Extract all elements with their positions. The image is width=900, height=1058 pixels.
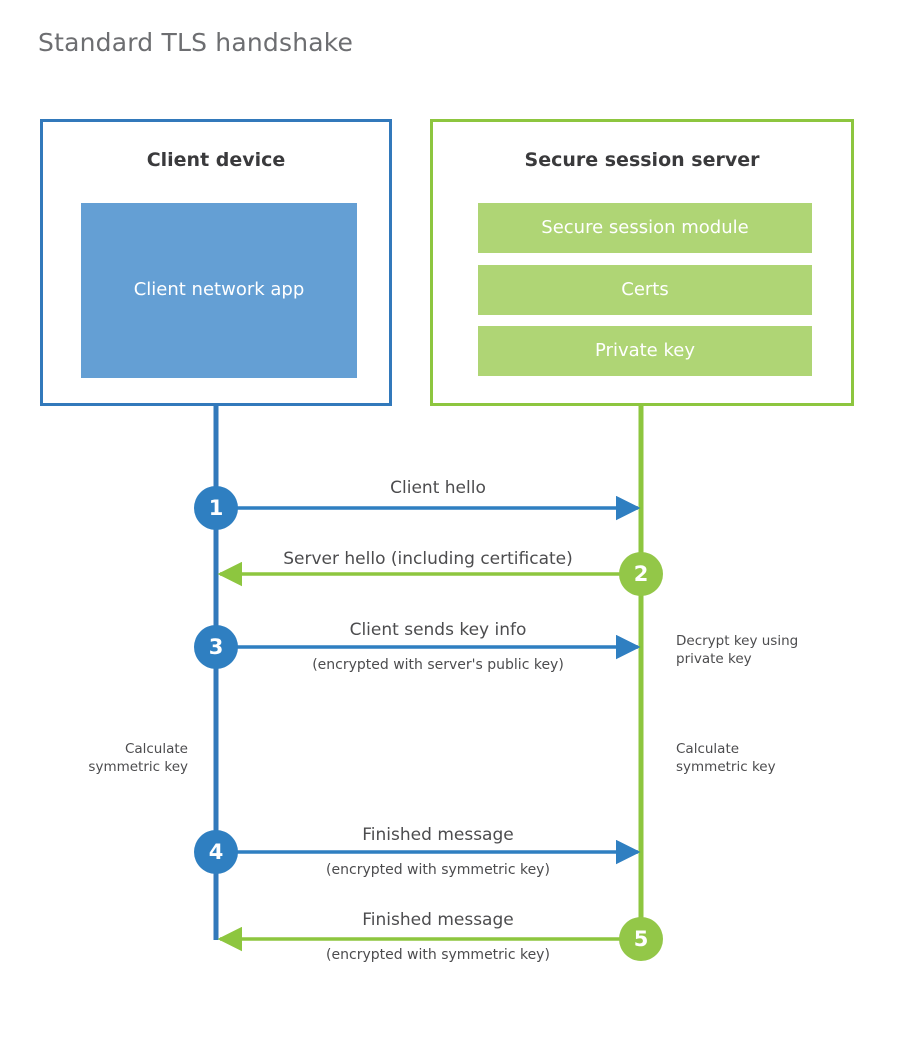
step-badge-2[interactable]: 2 bbox=[619, 552, 663, 596]
client-device-box: Client device Client network app bbox=[40, 119, 392, 406]
private-key-block: Private key bbox=[478, 326, 812, 376]
step-badge-5[interactable]: 5 bbox=[619, 917, 663, 961]
message-label-4: Finished message bbox=[362, 825, 514, 845]
step-badge-1[interactable]: 1 bbox=[194, 486, 238, 530]
message-sublabel-3: (encrypted with server's public key) bbox=[312, 657, 564, 673]
message-sublabel-5: (encrypted with symmetric key) bbox=[326, 947, 550, 963]
client-device-title: Client device bbox=[146, 149, 286, 171]
message-label-3: Client sends key info bbox=[349, 620, 527, 640]
secure-session-server-title: Secure session server bbox=[524, 149, 760, 171]
message-label-2: Server hello (including certificate) bbox=[283, 549, 573, 569]
message-label-1: Client hello bbox=[390, 478, 486, 498]
step-badge-3[interactable]: 3 bbox=[194, 625, 238, 669]
annotation-decrypt-key: Decrypt key using private key bbox=[676, 633, 799, 668]
secure-session-module-block: Secure session module bbox=[478, 203, 812, 253]
message-label-5: Finished message bbox=[362, 910, 514, 930]
certs-block: Certs bbox=[478, 265, 812, 315]
page-title: Standard TLS handshake bbox=[38, 28, 354, 57]
secure-session-server-box: Secure session server Secure session mod… bbox=[430, 119, 854, 406]
step-badge-4[interactable]: 4 bbox=[194, 830, 238, 874]
message-sublabel-4: (encrypted with symmetric key) bbox=[326, 862, 550, 878]
annotation-calculate-symmetric-key-client: Calculate symmetric key bbox=[88, 741, 188, 776]
client-network-app-block: Client network app bbox=[81, 203, 357, 378]
annotation-calculate-symmetric-key-server: Calculate symmetric key bbox=[676, 741, 776, 776]
